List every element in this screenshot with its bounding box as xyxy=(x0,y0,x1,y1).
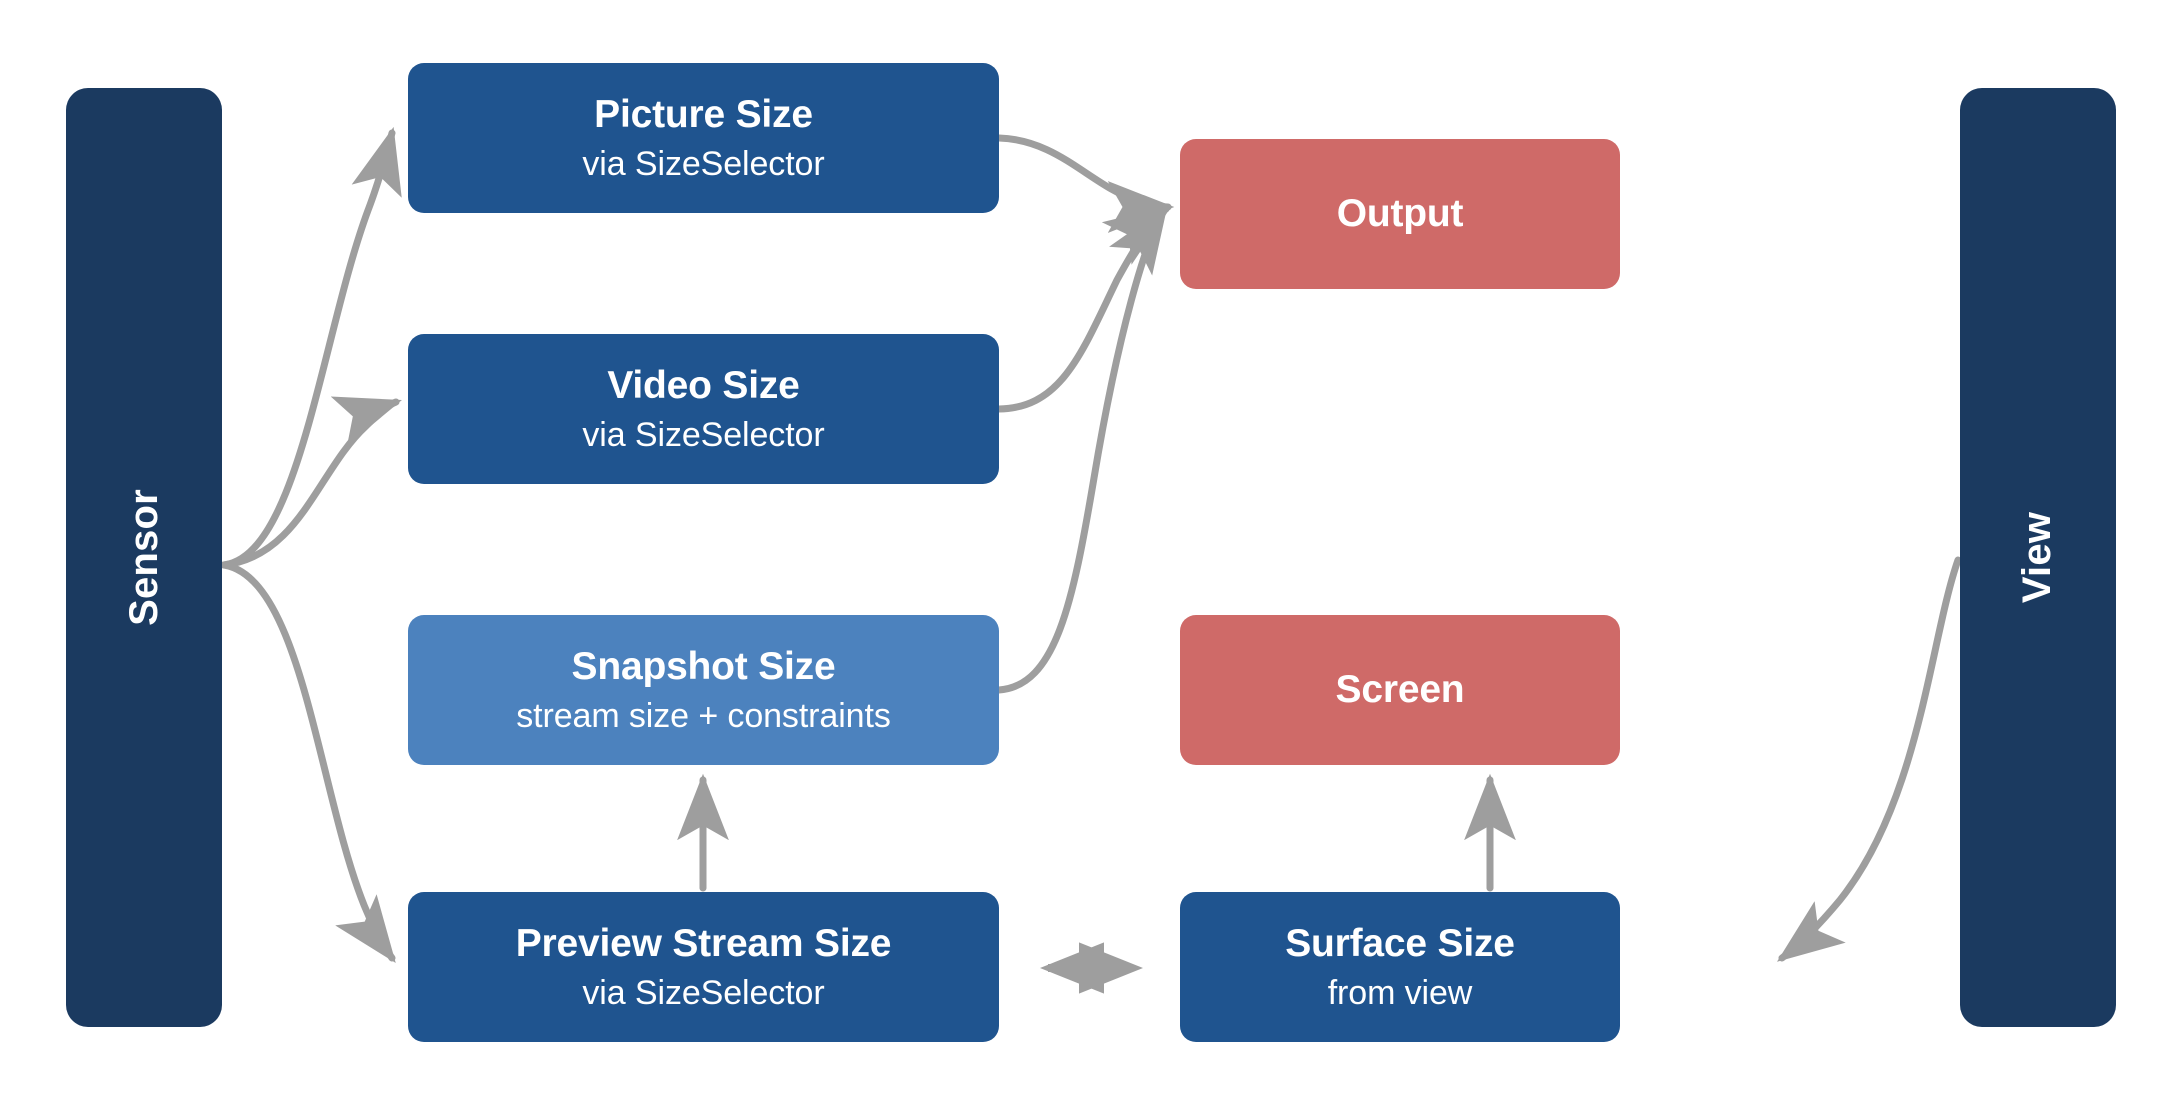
edge-view-to-surface-size xyxy=(1776,556,1962,962)
edge-video-size-to-output xyxy=(995,205,1172,413)
edge-sensor-to-picture-size xyxy=(220,126,402,569)
node-snapshot-size-title: Snapshot Size xyxy=(571,644,836,688)
node-video-size-title: Video Size xyxy=(607,363,800,407)
node-output-title: Output xyxy=(1336,191,1464,235)
node-screen[interactable]: Screen xyxy=(1180,615,1620,765)
node-screen-title: Screen xyxy=(1335,667,1465,711)
lane-sensor[interactable]: Sensor xyxy=(66,88,222,1027)
node-picture-size[interactable]: Picture Size via SizeSelector xyxy=(408,63,999,213)
node-video-size[interactable]: Video Size via SizeSelector xyxy=(408,334,999,484)
edge-snapshot-size-to-output xyxy=(995,205,1168,694)
edge-picture-size-to-output xyxy=(995,134,1175,233)
edge-sensor-to-preview-stream-size xyxy=(220,561,396,964)
node-preview-stream-size-subtitle: via SizeSelector xyxy=(582,973,825,1012)
lane-sensor-label: Sensor xyxy=(121,489,166,626)
lane-view-label: View xyxy=(2015,511,2060,604)
node-snapshot-size[interactable]: Snapshot Size stream size + constraints xyxy=(408,615,999,765)
node-video-size-subtitle: via SizeSelector xyxy=(582,415,825,454)
node-picture-size-subtitle: via SizeSelector xyxy=(582,144,825,183)
node-output[interactable]: Output xyxy=(1180,139,1620,289)
node-surface-size[interactable]: Surface Size from view xyxy=(1180,892,1620,1042)
edge-sensor-to-video-size xyxy=(220,396,402,569)
node-preview-stream-size[interactable]: Preview Stream Size via SizeSelector xyxy=(408,892,999,1042)
node-snapshot-size-subtitle: stream size + constraints xyxy=(516,696,891,735)
node-surface-size-subtitle: from view xyxy=(1327,973,1473,1012)
node-preview-stream-size-title: Preview Stream Size xyxy=(515,921,892,965)
node-picture-size-title: Picture Size xyxy=(594,92,813,136)
node-surface-size-title: Surface Size xyxy=(1285,921,1515,965)
lane-view[interactable]: View xyxy=(1960,88,2116,1027)
